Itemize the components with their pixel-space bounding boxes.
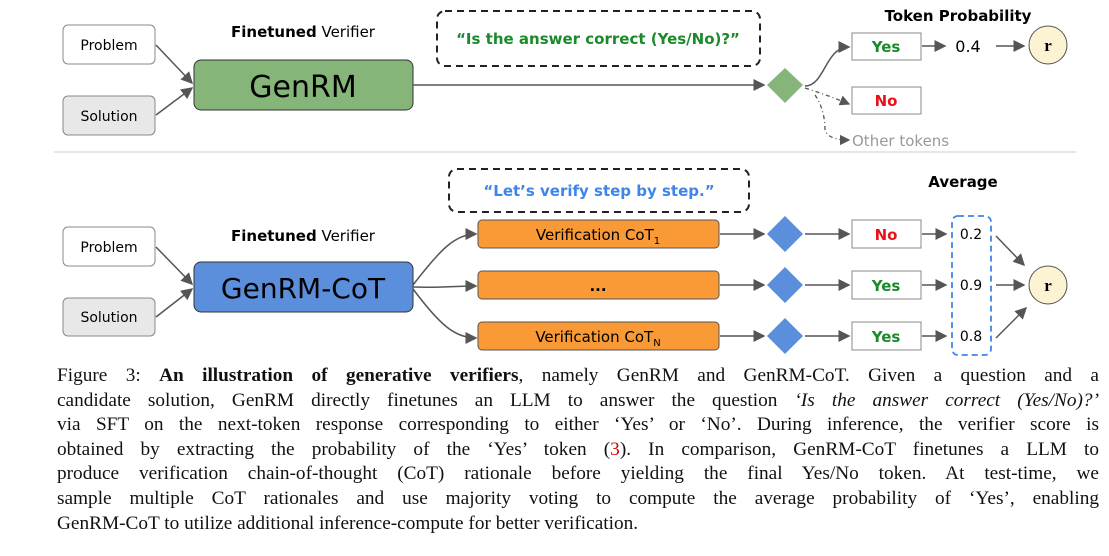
diamond-icon	[767, 267, 803, 303]
cot-box-1	[477, 219, 720, 249]
caption-text: ). In comparison, GenRM-CoT finetunes a …	[619, 438, 1099, 460]
probability-value: 0.2	[960, 227, 982, 243]
caption-text: candidate solution, GenRM directly finet…	[57, 389, 795, 411]
solution-label: Solution	[80, 310, 137, 326]
prompt-text: “Let’s verify step by step.”	[483, 182, 714, 200]
genrm-diagram: Problem Solution Finetuned Verifier GenR…	[54, 7, 1076, 356]
no-label: No	[875, 92, 898, 110]
figure-caption: Figure 3: An illustration of generative …	[57, 364, 1099, 536]
average-box	[951, 215, 992, 356]
cot-box-n	[477, 321, 720, 351]
cot-label-mid: ...	[589, 277, 606, 295]
reward-label: r	[1044, 276, 1052, 295]
caption-bold: An illustration of generative verifiers	[159, 365, 519, 386]
caption-text: Figure 3:	[57, 365, 160, 386]
genrm-cot-section: “Let’s verify step by step.” Problem Sol…	[62, 168, 1068, 356]
genrm-cot-label: GenRM-CoT	[221, 272, 386, 305]
cot-label-n: Verification CoTN	[535, 328, 660, 349]
cot-box-mid	[477, 270, 720, 300]
solution-box	[62, 297, 156, 337]
yes-probability: 0.4	[955, 37, 980, 56]
verifier-label: Finetuned Verifier	[231, 23, 376, 41]
caption-italic: ‘Is the answer correct (Yes/No)?’	[794, 389, 1099, 411]
genrm-label: GenRM	[249, 70, 356, 105]
reward-circle	[1028, 265, 1068, 305]
token-probability-label: Token Probability	[885, 7, 1032, 25]
answer-box	[851, 219, 922, 249]
verifier-label: Finetuned Verifier	[231, 227, 376, 245]
caption-text: via SFT on the next-token response corre…	[57, 414, 1099, 436]
caption-text: obtained by extracting the probability o…	[57, 438, 611, 460]
caption-text: GenRM-CoT to utilize additional inferenc…	[57, 512, 639, 534]
genrm-section: Problem Solution Finetuned Verifier GenR…	[62, 7, 1068, 150]
problem-label: Problem	[80, 38, 137, 54]
caption-text: , namely GenRM and GenRM-CoT. Given a qu…	[518, 365, 1100, 386]
reward-label: r	[1044, 36, 1052, 55]
prompt-box	[436, 10, 761, 67]
solution-label: Solution	[80, 109, 137, 125]
probability-value: 0.9	[960, 278, 982, 294]
diamond-icon	[767, 68, 803, 103]
other-tokens-label: Other tokens	[852, 132, 949, 150]
problem-box	[62, 24, 156, 65]
reward-circle	[1028, 25, 1068, 65]
caption-text: sample multiple CoT rationales and use m…	[57, 487, 1099, 509]
problem-label: Problem	[80, 240, 137, 256]
caption-text: produce verification chain-of-thought (C…	[57, 463, 1099, 485]
prompt-text: “Is the answer correct (Yes/No)?”	[456, 30, 740, 48]
answer-label: No	[875, 226, 898, 244]
yes-box	[851, 32, 922, 61]
solution-box	[62, 95, 156, 136]
probability-value: 0.8	[960, 329, 982, 345]
no-box	[851, 86, 922, 115]
answer-label: Yes	[871, 328, 901, 346]
problem-box	[62, 226, 156, 267]
answer-box	[851, 270, 922, 300]
average-label: Average	[928, 173, 997, 191]
diamond-icon	[767, 318, 803, 354]
answer-label: Yes	[871, 277, 901, 295]
answer-box	[851, 321, 922, 351]
yes-label: Yes	[871, 38, 901, 56]
citation-link[interactable]: 3	[610, 438, 620, 460]
cot-label-1: Verification CoT1	[536, 226, 660, 247]
diamond-icon	[767, 216, 803, 252]
